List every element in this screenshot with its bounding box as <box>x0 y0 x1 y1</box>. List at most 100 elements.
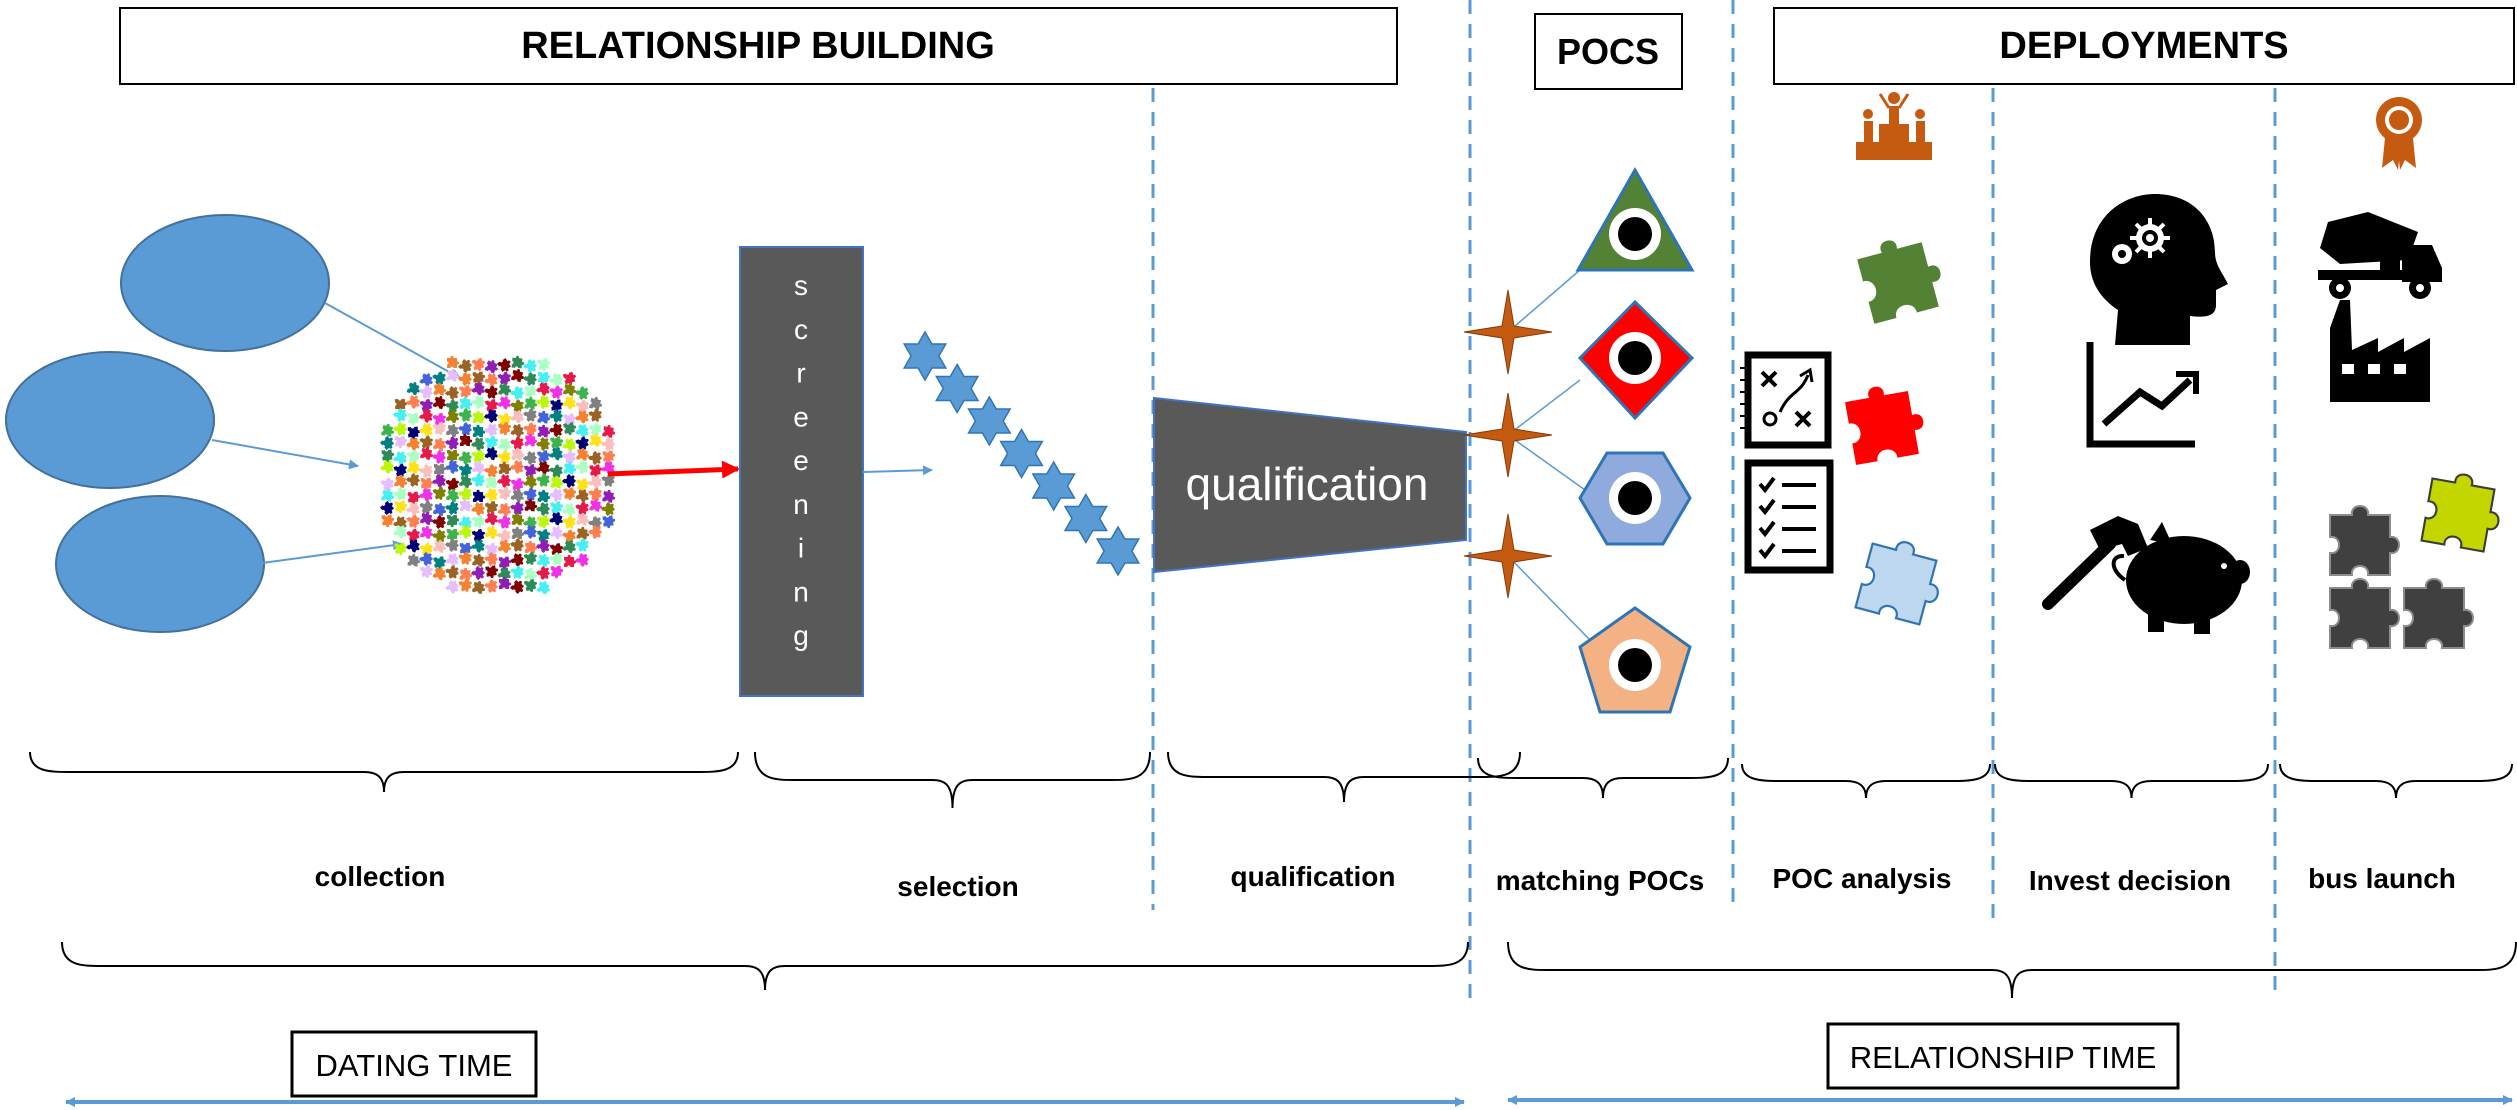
spark-stars <box>1463 289 1553 599</box>
star-icon <box>935 363 979 414</box>
mini-puzzle-piece <box>511 526 525 540</box>
lime-puzzle-icon <box>2420 468 2507 555</box>
mini-puzzle-piece <box>498 556 512 570</box>
mini-puzzle-piece <box>524 566 539 582</box>
mini-puzzle-piece <box>445 563 462 581</box>
mini-puzzle-piece <box>549 550 567 568</box>
mini-puzzle-piece <box>418 462 437 480</box>
stage-braces <box>29 751 2517 999</box>
mini-puzzle-piece <box>394 500 408 514</box>
source-ellipses <box>5 214 330 633</box>
screening-letter: n <box>793 489 809 520</box>
mini-puzzle-piece <box>510 536 528 554</box>
svg-text:POCS: POCS <box>1557 31 1659 72</box>
growth-chart-icon <box>2086 342 2199 448</box>
mini-puzzle-piece <box>483 421 502 439</box>
mini-puzzle-piece <box>445 578 462 596</box>
mini-puzzle-piece <box>511 355 525 369</box>
cement-truck-icon <box>2318 212 2442 299</box>
screening-letter: e <box>793 445 809 476</box>
podium-icon <box>1856 92 1932 160</box>
stage-selection: selection <box>897 871 1018 902</box>
curly-brace <box>1507 941 2517 999</box>
mini-puzzle-piece <box>459 384 474 400</box>
mini-puzzle-piece <box>433 463 447 477</box>
mini-puzzle-piece <box>394 542 409 556</box>
mini-puzzle-piece <box>444 434 463 452</box>
stage-bus-launch: bus launch <box>2308 863 2456 894</box>
mini-puzzle-piece <box>549 524 566 541</box>
mini-puzzle-piece <box>522 370 541 388</box>
mini-puzzle-piece <box>471 357 487 373</box>
mini-puzzle-piece <box>563 461 578 475</box>
mini-puzzle-piece <box>498 382 513 397</box>
mini-puzzle-piece <box>381 449 395 463</box>
stage-qualification: qualification <box>1231 861 1396 892</box>
mini-puzzle-piece <box>471 471 489 489</box>
screening-letter: s <box>794 270 808 301</box>
mini-puzzle-piece <box>510 551 528 569</box>
mini-puzzle-piece <box>537 489 551 503</box>
mini-puzzle-piece <box>445 408 462 424</box>
svg-text:DEPLOYMENTS: DEPLOYMENTS <box>1999 25 2288 67</box>
mini-puzzle-piece <box>407 491 421 505</box>
mini-puzzle-piece <box>460 433 473 446</box>
qualification-funnel: qualification <box>1153 396 1467 574</box>
mini-puzzle-piece <box>574 551 593 569</box>
head-gears-icon <box>2090 194 2228 345</box>
mini-puzzle-piece <box>549 510 566 527</box>
mini-puzzle-piece <box>471 459 488 476</box>
screening-letter: i <box>798 533 804 564</box>
mini-puzzle-piece <box>575 422 592 439</box>
factory-icon <box>2330 300 2430 402</box>
mini-puzzle-piece <box>431 448 450 466</box>
mini-puzzle-piece <box>549 384 566 401</box>
mini-puzzle-piece <box>509 578 528 596</box>
mini-puzzle-piece <box>406 459 422 475</box>
gray-puzzle-icon <box>2403 578 2474 649</box>
curly-brace <box>754 751 1151 809</box>
mini-puzzle-piece <box>562 514 579 531</box>
mini-puzzle-piece <box>602 515 617 529</box>
screening-letter: e <box>793 401 809 432</box>
mini-puzzle-piece <box>459 567 473 581</box>
mini-puzzle-piece <box>392 420 411 438</box>
mini-puzzle-piece <box>510 422 527 439</box>
mini-puzzle-piece <box>562 381 578 397</box>
mini-puzzle-piece <box>484 384 501 401</box>
mini-puzzle-piece <box>588 407 605 424</box>
mini-puzzle-piece <box>407 426 421 440</box>
svg-text:RELATIONSHIP TIME: RELATIONSHIP TIME <box>1850 1040 2157 1075</box>
mini-puzzle-piece <box>589 497 604 513</box>
mini-puzzle-piece <box>381 422 396 438</box>
mini-puzzle-piece <box>381 514 395 528</box>
mini-puzzle-piece <box>535 435 554 453</box>
poc-links <box>1507 269 1591 641</box>
mini-puzzle-piece <box>497 501 514 518</box>
mini-puzzle-piece <box>549 445 566 462</box>
mini-puzzle-piece <box>431 513 450 531</box>
mini-puzzle-piece <box>536 459 553 476</box>
mini-puzzle-piece <box>497 513 515 531</box>
mini-puzzle-piece <box>484 358 501 375</box>
star-icon <box>967 396 1011 446</box>
mini-puzzle-piece <box>497 486 513 502</box>
mini-puzzle-piece <box>405 471 424 489</box>
mini-puzzle-piece <box>576 477 591 492</box>
mini-puzzle-piece <box>485 564 500 580</box>
checklist-icon <box>1744 459 1834 574</box>
mini-puzzle-piece <box>470 500 489 518</box>
piggy-bank-icon <box>2111 522 2250 634</box>
mini-puzzle-piece <box>432 501 448 517</box>
timeline-arrows <box>65 1095 2513 1107</box>
mini-puzzle-piece <box>535 500 554 518</box>
svg-text:DATING TIME: DATING TIME <box>316 1048 513 1083</box>
mini-puzzle-piece <box>419 524 435 540</box>
mini-puzzle-piece <box>524 498 538 512</box>
mini-puzzle-piece <box>445 422 462 438</box>
stage-collection: collection <box>315 861 446 892</box>
mini-puzzle-piece <box>433 538 448 554</box>
mini-puzzle-piece <box>511 512 525 526</box>
curly-brace <box>1741 763 1991 799</box>
